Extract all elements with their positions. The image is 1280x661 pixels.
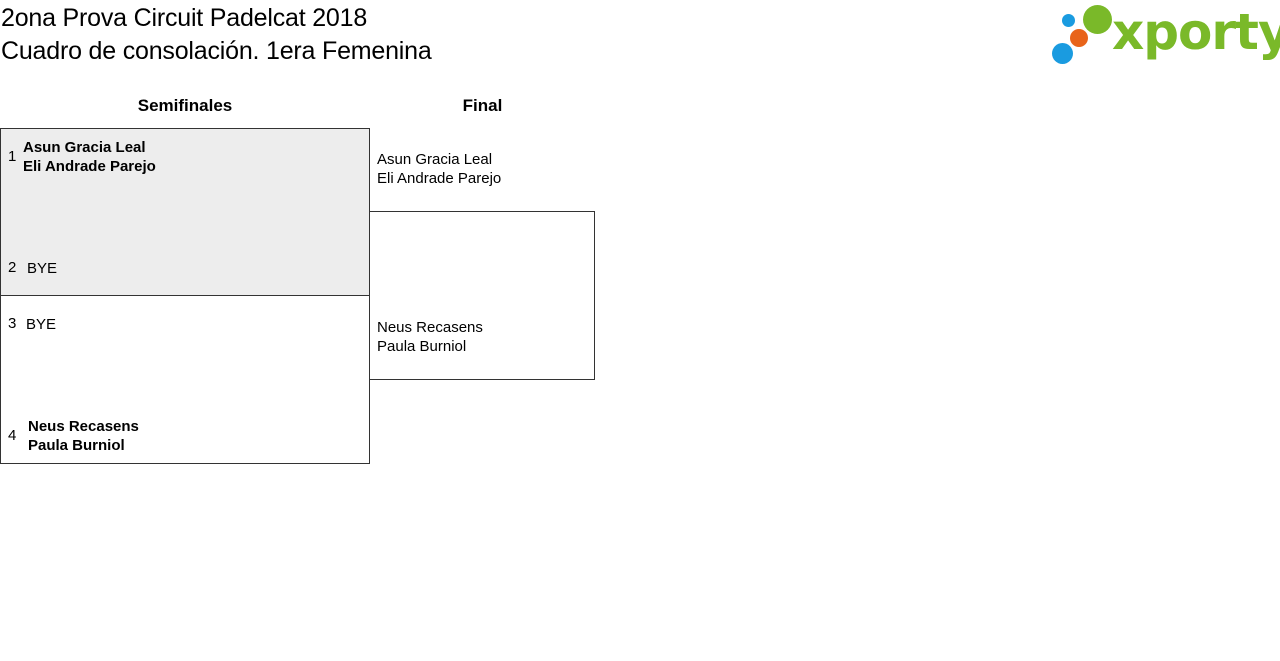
logo-dot-orange <box>1070 29 1088 47</box>
player-name: Neus Recasens <box>377 319 483 336</box>
logo-dot-green <box>1083 5 1112 34</box>
final-match: Neus Recasens Paula Burniol <box>369 211 595 380</box>
round-header-semifinals: Semifinales <box>137 96 233 115</box>
team-entry[interactable]: Neus Recasens Paula Burniol <box>28 417 139 455</box>
logo-dot-blue-large <box>1052 43 1073 64</box>
team-entry[interactable]: Asun Gracia Leal Eli Andrade Parejo <box>23 138 156 176</box>
tournament-title: 2ona Prova Circuit Padelcat 2018 <box>1 4 368 32</box>
page-title: 2ona Prova Circuit Padelcat 2018 Cuadro … <box>1 2 432 68</box>
player-name: Asun Gracia Leal <box>23 139 146 156</box>
player-name: Asun Gracia Leal <box>377 151 493 168</box>
semifinal-match-1: 1 Asun Gracia Leal Eli Andrade Parejo 2 … <box>0 128 370 296</box>
seed-number: 3 <box>8 315 17 332</box>
player-name: Eli Andrade Parejo <box>23 158 156 175</box>
bye-label: BYE <box>26 316 57 333</box>
seed-number: 4 <box>8 427 17 444</box>
round-header-final: Final <box>462 96 503 115</box>
team-entry[interactable]: BYE <box>27 259 57 278</box>
logo-dot-blue-small <box>1062 14 1075 27</box>
bye-label: BYE <box>27 260 58 277</box>
xporty-logo[interactable]: xporty <box>1050 3 1280 68</box>
player-name: Eli Andrade Parejo <box>377 170 502 187</box>
team-entry[interactable]: BYE <box>26 315 56 334</box>
seed-number: 2 <box>8 259 17 276</box>
player-name: Paula Burniol <box>28 437 125 454</box>
final-team-1[interactable]: Asun Gracia Leal Eli Andrade Parejo <box>377 150 501 188</box>
player-name: Paula Burniol <box>377 338 467 355</box>
player-name: Neus Recasens <box>28 418 139 435</box>
draw-subtitle: Cuadro de consolación. 1era Femenina <box>1 37 432 65</box>
semifinal-match-2: 3 BYE 4 Neus Recasens Paula Burniol <box>0 295 370 464</box>
logo-wordmark: xporty <box>1112 3 1280 61</box>
seed-number: 1 <box>8 148 17 165</box>
final-team-2[interactable]: Neus Recasens Paula Burniol <box>377 318 483 356</box>
